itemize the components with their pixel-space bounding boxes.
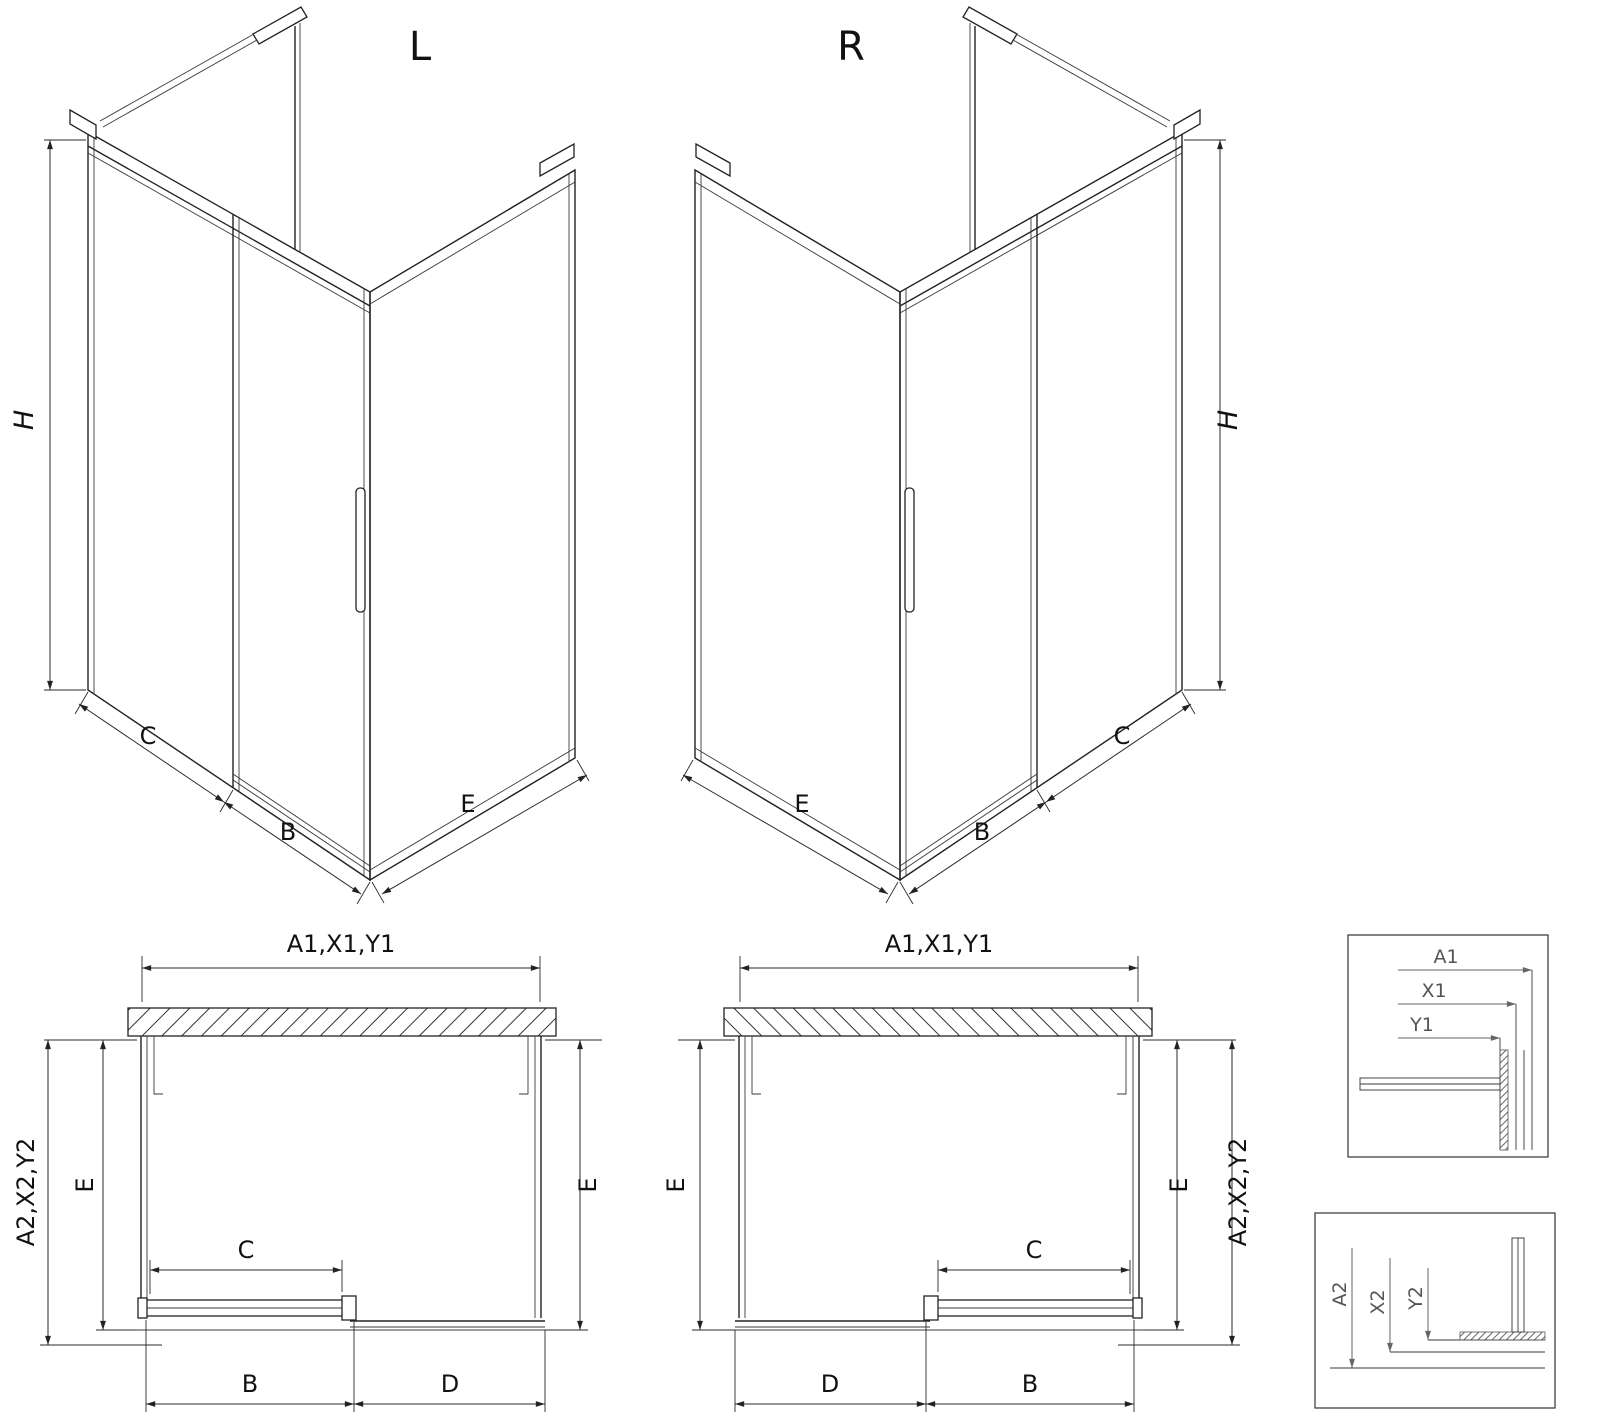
plan-left-b-label: B bbox=[242, 1370, 258, 1398]
plan-right-b-label: B bbox=[1022, 1370, 1038, 1398]
plan-right-e-right-label: E bbox=[1165, 1177, 1193, 1192]
plan-left-c-label: C bbox=[238, 1236, 255, 1264]
iso-right-title: R bbox=[837, 24, 865, 70]
plan-left-top-dim-label: A1,X1,Y1 bbox=[287, 930, 396, 958]
detail-bottom-view: A2 X2 Y2 bbox=[1314, 1212, 1556, 1409]
dim-label-e-left: E bbox=[460, 790, 475, 818]
plan-left-e-left-label: E bbox=[71, 1177, 99, 1192]
detail-top-view: A1 X1 Y1 bbox=[1347, 934, 1549, 1158]
plan-right-top-dim-label: A1,X1,Y1 bbox=[885, 930, 994, 958]
plan-left-side-dim-label: A2,X2,Y2 bbox=[12, 1138, 40, 1247]
dim-label-c-left: C bbox=[140, 722, 157, 750]
plan-left-geometry bbox=[40, 956, 602, 1412]
dim-label-h-right: H bbox=[1213, 410, 1244, 430]
dim-label-b-left: B bbox=[280, 818, 296, 846]
detail-top-glass bbox=[1499, 1049, 1509, 1151]
dim-label-c-right: C bbox=[1114, 722, 1131, 750]
plan-right-c-label: C bbox=[1026, 1236, 1043, 1264]
detail-bottom-border bbox=[1314, 1212, 1556, 1409]
iso-left-title: L bbox=[409, 24, 432, 70]
plan-right-geometry bbox=[678, 956, 1240, 1412]
detail-bottom-glass bbox=[1459, 1331, 1546, 1341]
detail-top-border bbox=[1347, 934, 1549, 1158]
detail-a1-label: A1 bbox=[1433, 946, 1458, 968]
plan-left-view: A1,X1,Y1 A2,X2,Y2 E E C B D bbox=[12, 930, 602, 1412]
iso-left-geometry bbox=[44, 7, 589, 904]
iso-left-view: L H C B E bbox=[9, 7, 589, 904]
dim-label-e-right: E bbox=[794, 790, 809, 818]
detail-x2-label: X2 bbox=[1367, 1289, 1389, 1314]
iso-right-geometry bbox=[681, 7, 1226, 904]
detail-y1-label: Y1 bbox=[1409, 1014, 1434, 1036]
plan-right-side-dim-label: A2,X2,Y2 bbox=[1224, 1138, 1252, 1247]
plan-right-view: A1,X1,Y1 A2,X2,Y2 E E C D B bbox=[662, 930, 1252, 1412]
detail-x1-label: X1 bbox=[1421, 980, 1446, 1002]
dim-label-h-left: H bbox=[9, 410, 40, 430]
plan-left-e-right-label: E bbox=[574, 1177, 602, 1192]
iso-right-view: R H C B E bbox=[681, 7, 1244, 904]
detail-a2-label: A2 bbox=[1329, 1281, 1351, 1306]
detail-y2-label: Y2 bbox=[1405, 1286, 1427, 1311]
plan-right-e-left-label: E bbox=[662, 1177, 690, 1192]
plan-left-d-label: D bbox=[441, 1370, 459, 1398]
plan-right-d-label: D bbox=[821, 1370, 839, 1398]
dim-label-b-right: B bbox=[974, 818, 990, 846]
